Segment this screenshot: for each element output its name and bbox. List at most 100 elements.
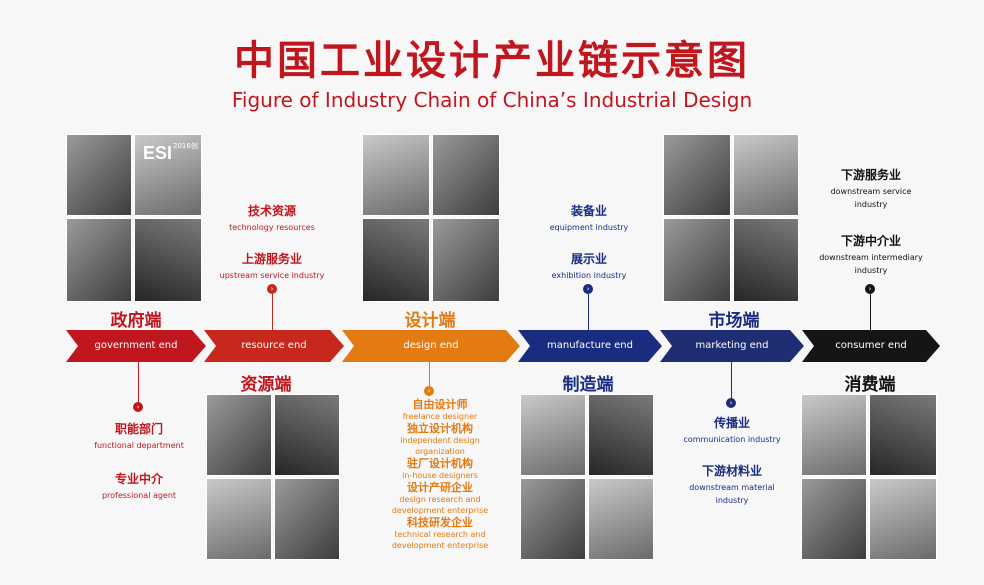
item-cn: 下游服务业 <box>840 168 901 182</box>
connector-design <box>429 362 430 388</box>
design-item-list: 自由设计师 freelance designer 独立设计机构 independ… <box>376 398 504 551</box>
item-en: upstream service industry <box>219 271 325 280</box>
photo-office <box>432 218 500 302</box>
chevron-design: design end <box>342 330 520 362</box>
photo-product-radio <box>869 394 937 476</box>
stage-marketing: 市场端 <box>708 311 760 331</box>
item-cn: 技术资源 <box>247 204 296 218</box>
design-item-en: independent design organization <box>400 436 480 456</box>
title-english: Figure of Industry Chain of China’s Indu… <box>231 88 753 112</box>
stage-government: 政府端 <box>110 311 162 331</box>
photo-exhibit <box>588 478 654 560</box>
stage-manufacture: 制造端 <box>562 375 614 395</box>
photo-trade-fair <box>663 134 731 216</box>
connector-resource <box>272 294 273 330</box>
chevron-resource: resource end <box>204 330 344 362</box>
item-cn: 专业中介 <box>114 472 163 486</box>
resource-item-tech: 技术资源 technology resources <box>206 202 338 232</box>
resource-marker-icon: › <box>267 284 277 294</box>
item-cn: 下游中介业 <box>840 234 901 248</box>
item-en: professional agent <box>101 491 177 500</box>
photo-factory <box>520 394 586 476</box>
chevron-label-consumer: consumer end <box>835 340 907 351</box>
chevron-manufacture: manufacture end <box>518 330 662 362</box>
design-item-cn: 设计产研企业 <box>407 481 473 494</box>
photo-studio <box>362 134 430 216</box>
manufacture-marker-icon: › <box>583 284 593 294</box>
item-cn: 展示业 <box>570 252 607 266</box>
design-item-en: in-house designers <box>402 471 478 480</box>
design-item-en: design research and <box>399 495 481 504</box>
government-item-functional: 职能部门 functional department <box>74 420 204 450</box>
chevron-consumer: consumer end <box>802 330 940 362</box>
consumer-item-intermediary: 下游中介业 downstream intermediary industry <box>806 232 936 275</box>
photo-meeting <box>66 134 132 216</box>
item-en: downstream service <box>830 187 912 196</box>
design-item-cn: 自由设计师 <box>412 398 468 411</box>
chevron-label-resource: resource end <box>241 340 307 351</box>
photo-warehouse <box>520 478 586 560</box>
connector-manufacture <box>588 294 589 330</box>
item-cn: 下游材料业 <box>701 464 762 478</box>
design-marker-icon: › <box>424 386 434 396</box>
item-cn: 上游服务业 <box>241 252 302 266</box>
item-en: downstream intermediary <box>819 253 923 262</box>
photo-showroom <box>588 394 654 476</box>
photo-award <box>134 218 202 302</box>
design-item-en: development enterprise <box>391 506 489 515</box>
stage-resource: 资源端 <box>240 375 292 395</box>
item-cn: 装备业 <box>570 204 607 218</box>
manufacture-item-equipment: 装备业 equipment industry <box>530 202 648 232</box>
marketing-marker-icon: › <box>726 398 736 408</box>
item-en: downstream material <box>689 483 775 492</box>
photo-store <box>801 394 867 476</box>
photo-hall <box>733 134 799 216</box>
photo-banner <box>663 218 731 302</box>
item-en: exhibition industry <box>551 271 627 280</box>
photo-product-display <box>869 478 937 560</box>
chevron-government: government end <box>66 330 206 362</box>
design-item-en: technical research and <box>394 530 486 539</box>
stage-design: 设计端 <box>404 311 456 331</box>
government-marker-icon: › <box>133 402 143 412</box>
item-en: industry <box>854 200 888 209</box>
consumer-marker-icon: › <box>865 284 875 294</box>
photo-shop-interior <box>801 478 867 560</box>
chevron-label-marketing: marketing end <box>695 340 769 351</box>
design-item-en: development enterprise <box>391 541 489 550</box>
marketing-item-communication: 传播业 communication industry <box>672 414 792 444</box>
connector-government <box>138 362 139 404</box>
connector-consumer <box>870 294 871 330</box>
marketing-item-material: 下游材料业 downstream material industry <box>672 462 792 505</box>
item-en: industry <box>854 266 888 275</box>
design-item-en: freelance designer <box>402 412 478 421</box>
government-item-agent: 专业中介 professional agent <box>74 470 204 500</box>
photo-expo-booth: ESI 2016创 <box>134 134 202 216</box>
booth-caption: 2016创 <box>173 142 198 150</box>
item-en: equipment industry <box>549 223 629 232</box>
chevron-label-manufacture: manufacture end <box>546 340 633 351</box>
photo-people <box>206 478 272 560</box>
item-en: industry <box>715 496 749 505</box>
item-cn: 职能部门 <box>114 422 163 436</box>
design-item-cn: 独立设计机构 <box>407 422 473 435</box>
photo-building <box>274 394 340 476</box>
consumer-item-service: 下游服务业 downstream service industry <box>812 166 930 209</box>
photo-workshop <box>362 218 430 302</box>
photo-lab <box>206 394 272 476</box>
manufacture-item-exhibition: 展示业 exhibition industry <box>530 250 648 280</box>
stage-consumer: 消费端 <box>844 375 896 395</box>
connector-marketing <box>731 362 732 400</box>
resource-item-upstream: 上游服务业 upstream service industry <box>206 250 338 280</box>
item-cn: 传播业 <box>713 416 750 430</box>
photo-group <box>274 478 340 560</box>
item-en: communication industry <box>683 435 781 444</box>
design-item-cn: 科技研发企业 <box>407 516 473 529</box>
title-chinese: 中国工业设计产业链示意图 <box>234 38 750 84</box>
chevron-marketing: marketing end <box>660 330 804 362</box>
photo-designer <box>432 134 500 216</box>
photo-officials <box>66 218 132 302</box>
photo-display <box>733 218 799 302</box>
chevron-label-design: design end <box>403 340 459 351</box>
design-item-cn: 驻厂设计机构 <box>407 457 473 470</box>
